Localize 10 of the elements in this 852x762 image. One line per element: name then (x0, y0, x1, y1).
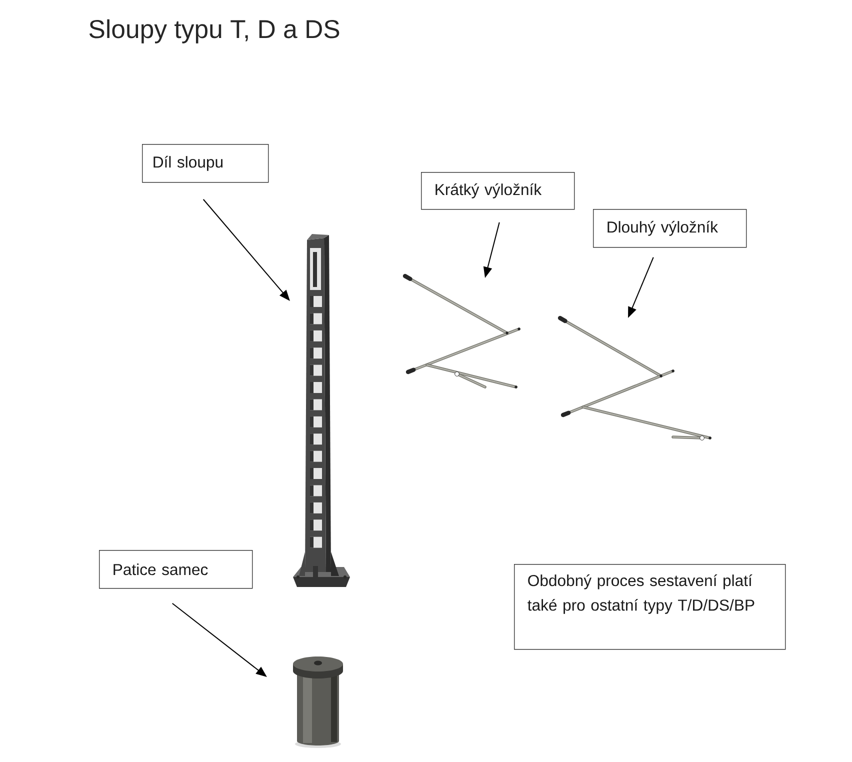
pole-drawing (293, 234, 350, 587)
cantilever-drawing (558, 316, 712, 440)
label-box: Dlouhý výložník (593, 209, 747, 248)
cantilever-drawing (402, 274, 520, 388)
label-box: Patice samec (99, 550, 253, 589)
label-box: Krátký výložník (421, 172, 575, 210)
note-box: Obdobný proces sestavení platí také pro ostatní typy T/D/DS/BP (514, 564, 786, 650)
label-box: Díl sloupu (142, 144, 269, 183)
base-drawing (293, 656, 343, 748)
title: Sloupy typu T, D a DS (89, 19, 340, 44)
